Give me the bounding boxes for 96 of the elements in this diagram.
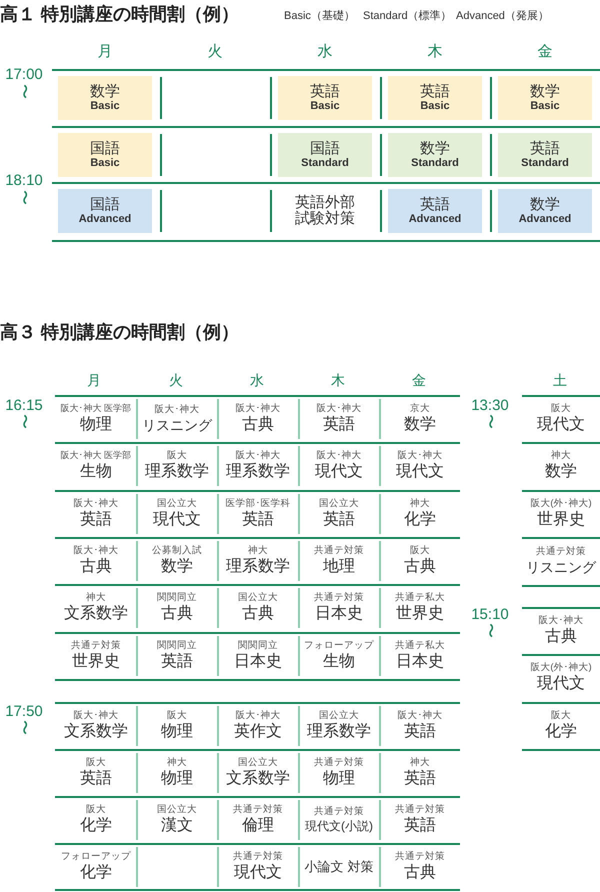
day-header: 土 bbox=[552, 372, 568, 390]
timetable-cell: 共通テ私大 日本史 bbox=[382, 635, 458, 677]
timetable-cell: 国公立大 現代文 bbox=[139, 493, 215, 535]
timetable-cell: 共通テ対策 現代文 bbox=[220, 846, 296, 888]
timetable-cell: 共通テ対策 英語 bbox=[382, 799, 458, 841]
day-header: 火 bbox=[206, 42, 224, 61]
day-header: 木 bbox=[330, 372, 346, 390]
timetable-cell: 阪大･神大 理系数学 bbox=[220, 445, 296, 487]
timetable-cell: 阪大･神大 医学部 物理 bbox=[58, 398, 134, 440]
timetable-cell: 阪大 理系数学 bbox=[139, 445, 215, 487]
course-box: 英語 Advanced bbox=[388, 189, 482, 233]
day-header: 木 bbox=[426, 42, 444, 61]
course-box: 数学 Advanced bbox=[498, 189, 592, 233]
day-header: 月 bbox=[96, 42, 114, 61]
course-box: 英語 Basic bbox=[388, 76, 482, 120]
timetable-cell: 神大 物理 bbox=[139, 752, 215, 794]
day-header: 火 bbox=[168, 372, 184, 390]
timetable-cell: 公募制入試 数学 bbox=[139, 540, 215, 582]
timetable-cell: 神大 文系数学 bbox=[58, 587, 134, 629]
timetable-cell: 阪大･神大 医学部 生物 bbox=[58, 445, 134, 487]
timetable-cell: 阪大 化学 bbox=[58, 799, 134, 841]
timetable-cell: 阪大･神大 リスニング bbox=[139, 398, 215, 440]
timetable-cell: 国公立大 文系数学 bbox=[220, 752, 296, 794]
time-label: 15:10 bbox=[470, 606, 510, 623]
timetable-cell: 医学部･医学科 英語 bbox=[220, 493, 296, 535]
day-header: 水 bbox=[249, 372, 265, 390]
course-box: 数学 Basic bbox=[498, 76, 592, 120]
course-box: 英語 Basic bbox=[278, 76, 372, 120]
timetable-cell: フォローアップ 生物 bbox=[301, 635, 377, 677]
timetable-cell: 共通テ対策 世界史 bbox=[58, 635, 134, 677]
timetable-cell: 阪大･神大 英作文 bbox=[220, 705, 296, 747]
heading: 高１ 特別講座の時間割（例） bbox=[0, 3, 240, 26]
timetable-cell: 阪大 英語 bbox=[58, 752, 134, 794]
timetable-cell: 関関同立 英語 bbox=[139, 635, 215, 677]
timetable-cell: 神大 英語 bbox=[382, 752, 458, 794]
timetable-cell: 阪大 物理 bbox=[139, 705, 215, 747]
timetable-cell: 京大 数学 bbox=[382, 398, 458, 440]
timetable-cell: 国公立大 英語 bbox=[301, 493, 377, 535]
day-header: 水 bbox=[316, 42, 334, 61]
course-box: 国語 Basic bbox=[58, 133, 152, 177]
timetable-cell: 共通テ私大 世界史 bbox=[382, 587, 458, 629]
range-mark: 〜 bbox=[16, 83, 32, 101]
course-box: 英語 Standard bbox=[498, 133, 592, 177]
time-label: 13:30 bbox=[470, 397, 510, 414]
course-box: 数学 Basic bbox=[58, 76, 152, 120]
heading: 高３ 特別講座の時間割（例） bbox=[0, 321, 240, 344]
timetable-cell: 阪大(外･神大) 現代文 bbox=[523, 657, 599, 699]
timetable-cell: 共通テ対策 リスニング bbox=[523, 540, 599, 582]
level-note: Standard（標準） bbox=[363, 9, 452, 23]
timetable-cell: 共通テ対策 日本史 bbox=[301, 587, 377, 629]
range-mark: 〜 bbox=[16, 413, 32, 431]
time-label: 18:10 bbox=[4, 172, 44, 189]
range-mark: 〜 bbox=[482, 622, 498, 640]
timetable-cell: 共通テ対策 物理 bbox=[301, 752, 377, 794]
time-label: 17:00 bbox=[4, 66, 44, 83]
level-note: Basic（基礎） bbox=[284, 9, 355, 23]
course-box: 国語 Advanced bbox=[58, 189, 152, 233]
timetable-cell: 共通テ対策 倫理 bbox=[220, 799, 296, 841]
timetable-cell: 共通テ対策 現代文(小説) bbox=[301, 799, 377, 841]
timetable-cell: 阪大･神大 古典 bbox=[220, 398, 296, 440]
course-box: 国語 Standard bbox=[278, 133, 372, 177]
timetable-cell: 阪大･神大 英語 bbox=[301, 398, 377, 440]
timetable-cell: 共通テ対策 古典 bbox=[382, 846, 458, 888]
timetable-cell: 阪大･神大 現代文 bbox=[382, 445, 458, 487]
range-mark: 〜 bbox=[16, 189, 32, 207]
timetable-cell: 関関同立 古典 bbox=[139, 587, 215, 629]
day-header: 月 bbox=[86, 372, 102, 390]
timetable-cell: 国公立大 理系数学 bbox=[301, 705, 377, 747]
timetable-cell: 英語外部試験対策 bbox=[278, 189, 372, 233]
timetable-cell: 国公立大 漢文 bbox=[139, 799, 215, 841]
timetable-cell: フォローアップ 化学 bbox=[58, 846, 134, 888]
level-note: Advanced（発展） bbox=[456, 9, 549, 23]
time-label: 17:50 bbox=[4, 703, 44, 720]
timetable-cell: 阪大･神大 文系数学 bbox=[58, 705, 134, 747]
timetable-cell: 阪大･神大 古典 bbox=[58, 540, 134, 582]
range-mark: 〜 bbox=[482, 413, 498, 431]
timetable-cell: 阪大 古典 bbox=[382, 540, 458, 582]
timetable-cell: 阪大(外･神大) 世界史 bbox=[523, 493, 599, 535]
timetable-cell: 阪大･神大 現代文 bbox=[301, 445, 377, 487]
timetable-cell: 阪大･神大 英語 bbox=[58, 493, 134, 535]
day-header: 金 bbox=[536, 42, 554, 61]
range-mark: 〜 bbox=[16, 719, 32, 737]
timetable-cell: 阪大 現代文 bbox=[523, 398, 599, 440]
timetable-cell: 阪大･神大 英語 bbox=[382, 705, 458, 747]
timetable-cell: 小論文 対策 bbox=[301, 846, 377, 888]
course-box: 数学 Standard bbox=[388, 133, 482, 177]
timetable-cell: 阪大 化学 bbox=[523, 705, 599, 747]
timetable-cell: 神大 化学 bbox=[382, 493, 458, 535]
timetable-cell: 阪大･神大 古典 bbox=[523, 610, 599, 652]
timetable-cell: 国公立大 古典 bbox=[220, 587, 296, 629]
timetable-cell: 神大 理系数学 bbox=[220, 540, 296, 582]
timetable-cell: 共通テ対策 地理 bbox=[301, 540, 377, 582]
timetable-cell: 神大 数学 bbox=[523, 445, 599, 487]
day-header: 金 bbox=[411, 372, 427, 390]
time-label: 16:15 bbox=[4, 397, 44, 414]
timetable-cell: 関関同立 日本史 bbox=[220, 635, 296, 677]
